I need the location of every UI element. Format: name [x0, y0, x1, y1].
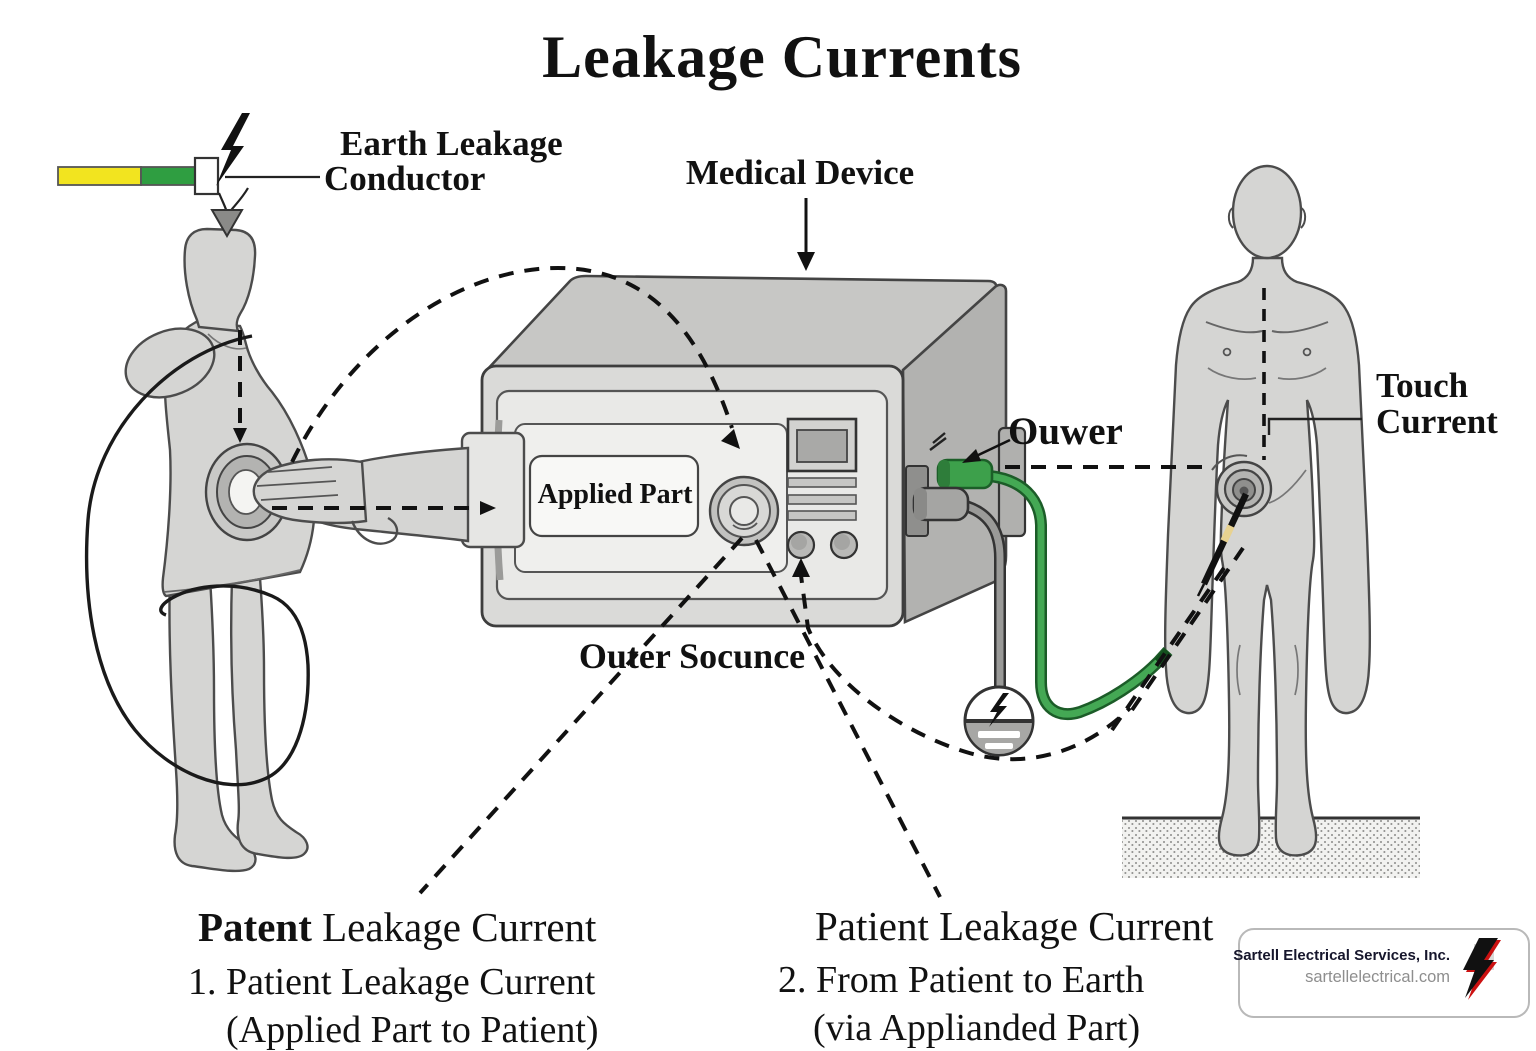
device-knob[interactable] — [708, 475, 780, 547]
bottom-right-heading: Patient Leakage Current — [815, 903, 1214, 949]
body-loop-line — [84, 334, 310, 787]
leakage-currents-diagram: Leakage Currents Earth Leakage Conductor… — [57, 24, 1530, 1050]
watermark-company: Sartell Electrical Services, Inc. — [1233, 947, 1450, 964]
lightning-bolt-icon — [216, 113, 250, 186]
bottom-left-item-detail: (Applied Part to Patient) — [226, 1009, 599, 1051]
outer-source-label: Outer Socunce — [578, 636, 806, 676]
earth-ground-floor — [1122, 816, 1420, 878]
power-cables — [912, 458, 1173, 757]
lightning-bolt-icon — [989, 693, 1009, 727]
earth-leakage-label-line2: Conductor — [324, 159, 486, 198]
leakage-current-paths — [238, 265, 1266, 898]
bottom-right-item-detail: (via Applianded Part) — [813, 1007, 1141, 1049]
touch-current-pointer — [1267, 417, 1362, 435]
applied-part-label-box — [528, 454, 700, 538]
page-title: Leakage Currents — [542, 24, 1022, 90]
earth-leakage-label-line1: Earth Leakage — [340, 124, 563, 163]
power-connector-arrow — [962, 438, 1011, 463]
down-arrow — [210, 209, 244, 239]
device-vent-slats — [787, 477, 857, 521]
touch-current-label-line2: Current — [1376, 402, 1498, 441]
arrowheads — [233, 428, 810, 577]
bottom-left-heading: Patent Leakage Current — [198, 906, 596, 949]
sartell-lightning-logo-icon — [1463, 938, 1501, 1000]
earth-leakage-wire — [57, 113, 320, 239]
wire-terminal-block — [193, 156, 220, 196]
diagram-artwork — [57, 113, 1420, 898]
medical-device-arrow — [797, 198, 815, 271]
operator-arm — [252, 431, 526, 549]
medical-device-box — [480, 274, 1027, 628]
bottom-left-heading-rest: Leakage Current — [311, 904, 597, 950]
patient-figure-left — [124, 227, 319, 873]
device-buttons[interactable] — [786, 530, 859, 560]
device-display — [786, 417, 858, 473]
power-port-label: Ouwer — [1008, 410, 1123, 453]
watermark-badge: Sartell Electrical Services, Inc. sartel… — [1233, 928, 1530, 1018]
test-probe — [1196, 492, 1249, 597]
bottom-right-item: 2. From Patient to Earth — [778, 959, 1145, 1001]
watermark-website: sartellelectrical.com — [1305, 968, 1450, 986]
person-electrode — [1211, 454, 1273, 518]
earth-ground-symbol — [963, 685, 1035, 757]
applied-part-label: Applied Part — [537, 479, 693, 510]
touch-current-label-line1: Touch — [1376, 366, 1469, 405]
bottom-left-item: 1. Patient Leakage Current — [188, 961, 596, 1003]
bottom-left-heading-bold: Patent — [198, 904, 312, 950]
person-figure-right — [1163, 164, 1372, 857]
medical-device-label: Medical Device — [685, 153, 915, 192]
